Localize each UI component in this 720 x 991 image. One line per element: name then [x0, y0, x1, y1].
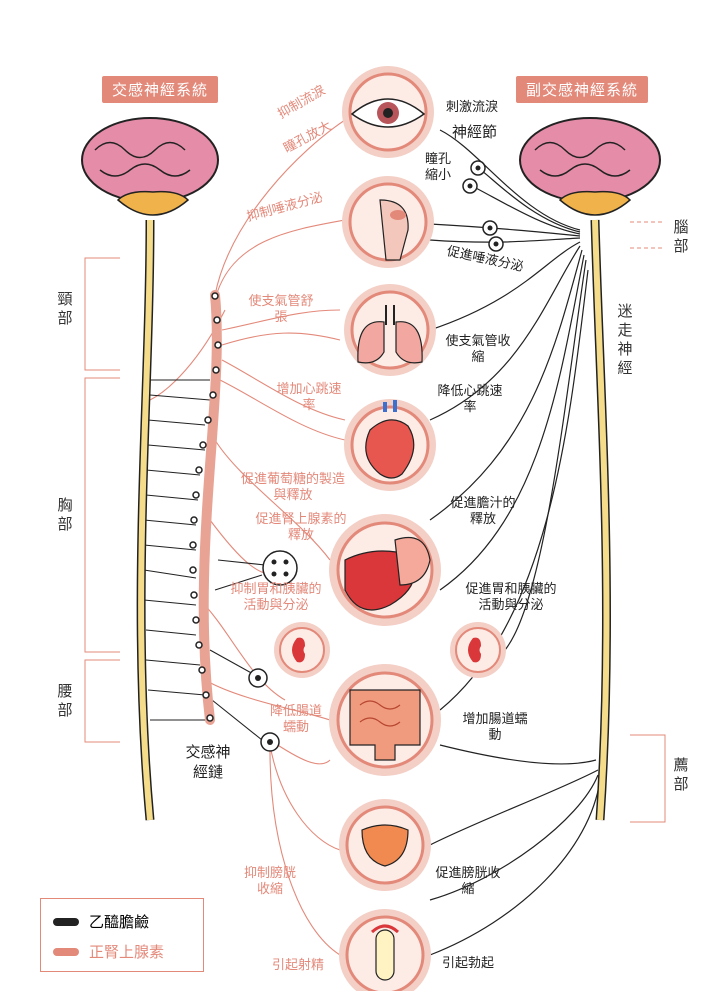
- organ-kidney-right: [450, 622, 506, 678]
- label-pupil-constrict: 瞳孔縮小: [424, 152, 451, 183]
- organ-reproductive: [339, 909, 431, 991]
- legend-acetylcholine-label: 乙醯膽鹼: [89, 913, 150, 931]
- organ-liver-stomach: [329, 514, 441, 626]
- region-brain: 腦部: [673, 218, 689, 255]
- left-spine: [138, 219, 153, 821]
- label-bronchi-dilate: 使支氣管舒張: [248, 294, 314, 325]
- organ-lungs: [344, 284, 436, 376]
- label-increase-heart: 增加心跳速率: [276, 382, 342, 413]
- label-erection: 引起勃起: [442, 956, 495, 971]
- label-inhibit-stomach: 抑制胃和胰臟的活動與分泌: [230, 582, 322, 613]
- organ-mouth: [342, 176, 434, 268]
- collateral-ganglia: [248, 550, 298, 752]
- legend-swatch-black: [53, 917, 79, 926]
- organ-heart: [344, 399, 436, 491]
- label-promote-stomach: 促進胃和胰臟的活動與分泌: [465, 582, 557, 613]
- label-promote-bladder: 促進膀胱收縮: [435, 866, 501, 897]
- sympathetic-chain: [198, 290, 222, 725]
- region-chest: 胸部: [57, 496, 73, 533]
- left-brain: [81, 117, 219, 216]
- region-neck: 頸部: [57, 290, 73, 327]
- region-lumbar: 腰部: [57, 682, 73, 719]
- organ-bladder: [339, 799, 431, 891]
- organ-intestine: [329, 664, 441, 776]
- chain-ganglia: [189, 292, 222, 722]
- parasympathetic-title: 副交感神經系統: [516, 76, 649, 103]
- legend-epinephrine-label: 正腎上腺素: [89, 943, 165, 961]
- label-stimulate-tears: 刺激流淚: [446, 100, 499, 115]
- legend-swatch-pink: [53, 947, 79, 956]
- organ-eye: [342, 66, 434, 158]
- label-glucose: 促進葡萄糖的製造與釋放: [240, 472, 345, 503]
- right-brain: [519, 117, 661, 216]
- parasympathetic-nerves: [429, 129, 601, 956]
- sympathetic-title: 交感神經系統: [102, 76, 219, 103]
- label-ejaculation: 引起射精: [272, 958, 325, 973]
- label-bronchi-constrict: 使支氣管收縮: [445, 334, 511, 365]
- label-bile-release: 促進膽汁的釋放: [450, 496, 516, 527]
- right-spine: [592, 219, 610, 821]
- region-brackets: [84, 221, 666, 823]
- label-ganglion: 神經節: [452, 123, 498, 141]
- legend-acetylcholine: 乙醯膽鹼: [53, 911, 149, 932]
- organ-kidney-left: [274, 622, 330, 678]
- legend-epinephrine: 正腎上腺素: [53, 941, 164, 962]
- region-sacral: 薦部: [673, 756, 689, 793]
- label-decrease-heart: 降低心跳速率: [437, 384, 503, 415]
- label-adrenal: 促進腎上腺素的釋放: [255, 512, 347, 543]
- legend: 乙醯膽鹼 正腎上腺素: [40, 898, 204, 972]
- label-increase-peristalsis: 增加腸道蠕動: [462, 712, 528, 743]
- spinal-branches: [143, 379, 266, 741]
- parasympathetic-ganglia: [462, 160, 504, 252]
- label-sympathetic-chain: 交感神經鏈: [185, 743, 231, 781]
- label-decrease-peristalsis: 降低腸道蠕動: [269, 704, 322, 735]
- label-inhibit-bladder: 抑制膀胱收縮: [243, 866, 296, 897]
- region-vagus: 迷走神經: [617, 302, 633, 377]
